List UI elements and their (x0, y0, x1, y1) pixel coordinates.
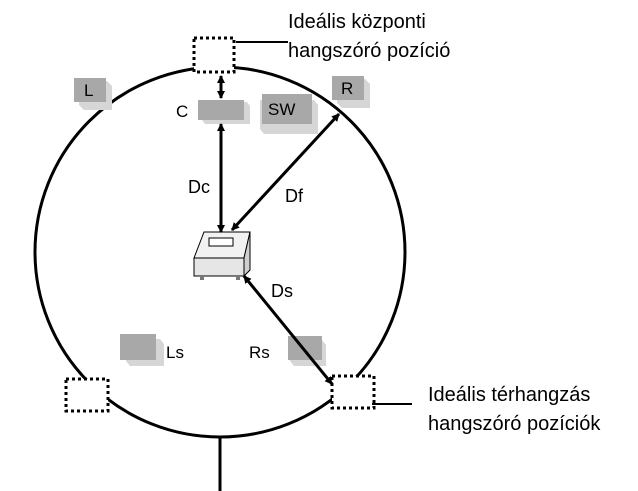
distance-front-label: Df (285, 186, 304, 206)
speaker-right-label: R (341, 79, 353, 98)
speaker-center-label: C (176, 102, 188, 121)
speaker-left-surround-label: Ls (166, 343, 184, 362)
center-callout-line2: hangszóró pozíció (288, 40, 450, 62)
speaker-left: L (74, 78, 112, 110)
ideal-center-position-box (192, 36, 236, 74)
ideal-right-surround-box (330, 374, 376, 410)
speaker-right-surround-label: Rs (249, 343, 270, 362)
distance-surround-label: Ds (271, 281, 293, 301)
df-arrow (230, 112, 341, 232)
ds-arrow (242, 275, 334, 385)
ideal-left-surround-box (64, 377, 110, 413)
speaker-center (198, 100, 250, 124)
speaker-left-label: L (84, 81, 93, 100)
speaker-subwoofer: SW (260, 94, 318, 134)
speaker-subwoofer-label: SW (268, 100, 295, 119)
surround-callout-line2: hangszóró pozíciók (428, 413, 601, 435)
center-callout-line1: Ideális központi (288, 11, 426, 33)
speaker-right: R (332, 76, 370, 108)
speaker-left-surround (120, 334, 164, 366)
surround-callout-line1: Ideális térhangzás (428, 384, 590, 406)
distance-center-label: Dc (188, 177, 210, 197)
listening-position-device (193, 231, 251, 280)
